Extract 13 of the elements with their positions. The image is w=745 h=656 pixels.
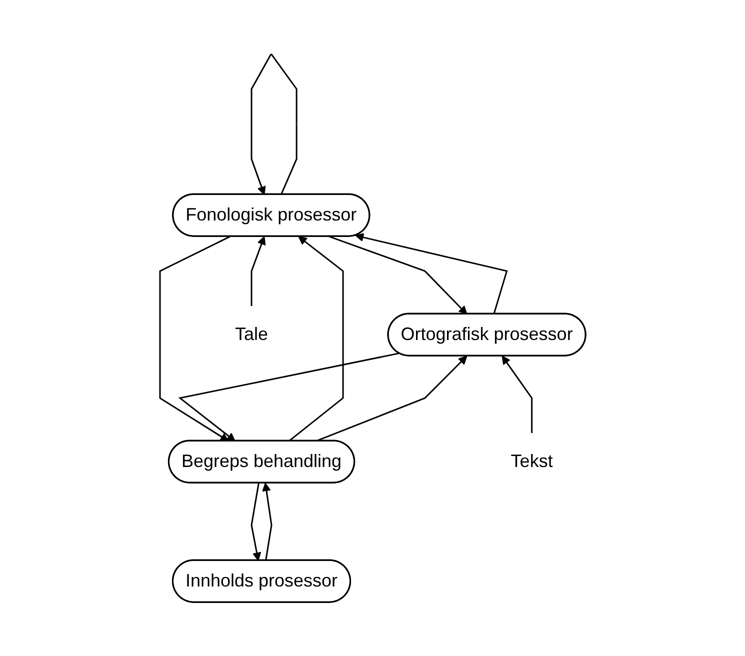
arrow	[250, 482, 261, 561]
arrow	[262, 482, 272, 561]
arrow	[250, 54, 298, 195]
arrow	[316, 356, 467, 442]
arrow	[158, 236, 230, 442]
arrow	[288, 236, 344, 442]
arrow	[328, 236, 467, 314]
arrow	[502, 356, 532, 434]
arrow	[178, 352, 399, 442]
node-text: Tekst	[510, 451, 553, 472]
arrow	[250, 236, 266, 306]
node-text: Tale	[234, 324, 268, 344]
arrow	[354, 233, 508, 314]
